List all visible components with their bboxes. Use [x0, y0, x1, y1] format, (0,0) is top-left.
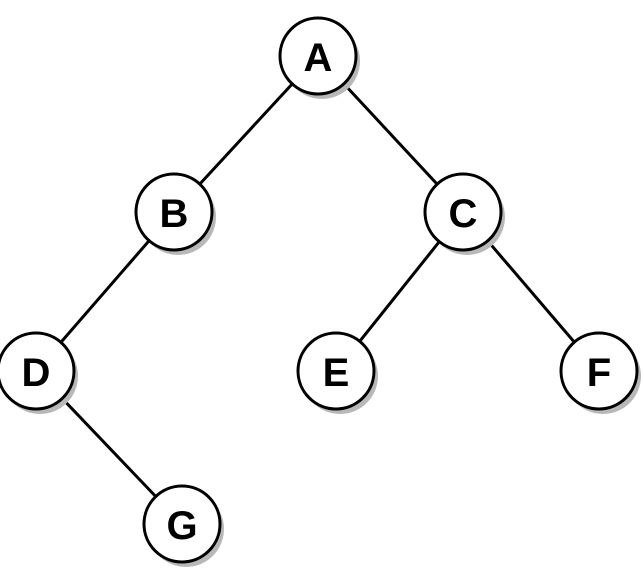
node-label: A	[304, 36, 333, 80]
node-label: E	[323, 351, 350, 395]
node-label: D	[22, 351, 51, 395]
node-b: B	[134, 172, 216, 255]
node-g: G	[142, 484, 224, 567]
node-a: A	[278, 16, 360, 99]
node-label: C	[449, 192, 478, 236]
node-c: C	[423, 172, 505, 255]
node-circle	[134, 172, 214, 252]
node-circle	[296, 331, 376, 411]
edges-layer	[34, 54, 601, 526]
node-f: F	[559, 331, 641, 414]
node-label: G	[166, 504, 197, 548]
node-circle	[0, 331, 76, 411]
node-circle	[423, 172, 503, 252]
node-circle	[559, 331, 639, 411]
node-e: E	[296, 331, 378, 414]
node-label: B	[160, 192, 189, 236]
node-d: D	[0, 331, 78, 414]
node-circle	[278, 16, 358, 96]
node-circle	[142, 484, 222, 564]
nodes-layer: A B C D E F G	[0, 16, 641, 567]
node-label: F	[587, 351, 611, 395]
